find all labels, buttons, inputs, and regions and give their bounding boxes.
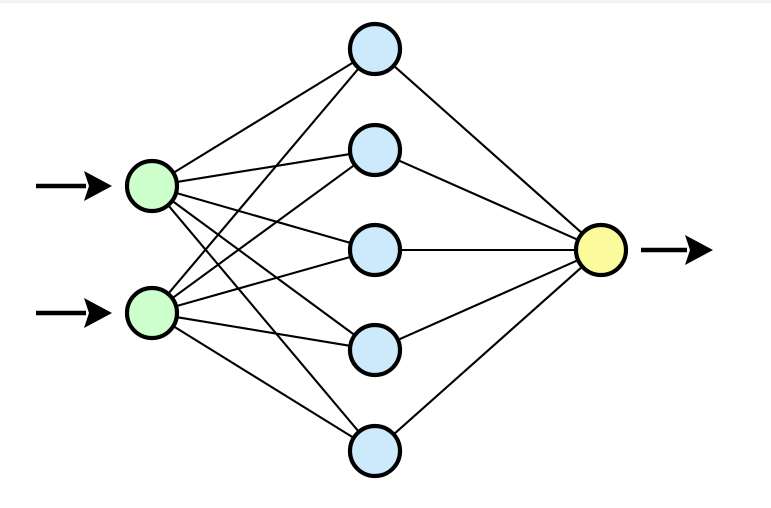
hidden-node-4[interactable] [347, 322, 403, 378]
input-arrow-2-head [84, 298, 112, 328]
edges-group [167, 61, 583, 439]
edge-h4-o1 [397, 259, 579, 341]
output-node-1[interactable] [573, 222, 629, 278]
edge-i2-h4 [176, 316, 351, 347]
input-arrow-1-head [84, 171, 112, 201]
output-arrow-1 [641, 235, 713, 265]
edge-h2-o1 [397, 159, 579, 241]
edge-i2-h1 [167, 67, 360, 295]
input-arrow-1 [36, 171, 112, 201]
edge-i2-h3 [176, 256, 351, 307]
hidden-node-5[interactable] [347, 423, 403, 479]
io-arrows-group [36, 171, 713, 328]
edge-h5-o1 [393, 266, 583, 435]
nodes-group [124, 21, 629, 479]
hidden-node-2[interactable] [347, 122, 403, 178]
edge-i1-h1 [173, 61, 354, 174]
edge-i1-h5 [167, 205, 360, 433]
input-arrow-2 [36, 298, 112, 328]
edge-i2-h2 [172, 164, 355, 299]
hidden-node-1[interactable] [347, 21, 403, 77]
input-node-1[interactable] [124, 158, 180, 214]
edge-i1-h2 [176, 153, 351, 183]
edge-i2-h5 [173, 325, 354, 439]
input-node-2[interactable] [124, 285, 180, 341]
top-edge-band [0, 0, 771, 3]
output-arrow-1-head [685, 235, 713, 265]
edge-h1-o1 [393, 65, 583, 234]
hidden-node-3[interactable] [347, 222, 403, 278]
edge-i1-h3 [176, 192, 351, 244]
edge-i1-h4 [172, 200, 355, 336]
